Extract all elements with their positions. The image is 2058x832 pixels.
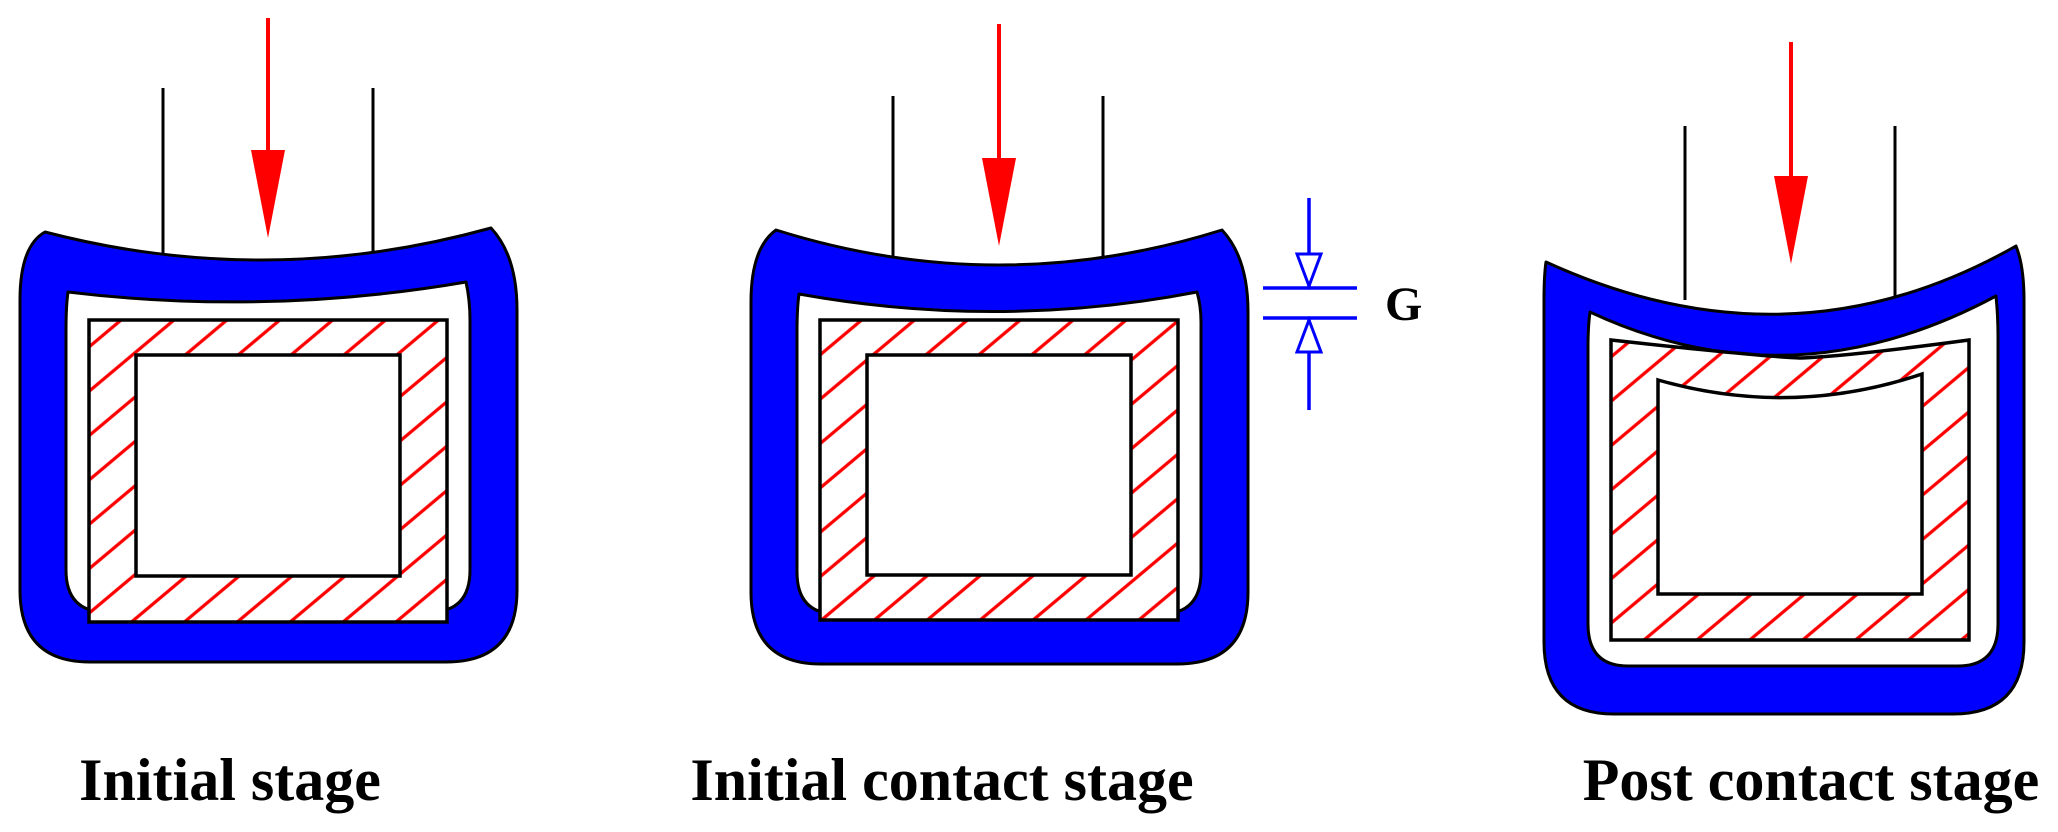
red-down-arrow-icon: [251, 18, 285, 238]
stage-initial: [18, 18, 519, 664]
blue-frame: [749, 228, 1250, 666]
red-down-arrow-icon: [1774, 42, 1808, 264]
red-down-arrow-icon: [982, 24, 1016, 246]
stage-label-initial-contact: Initial contact stage: [690, 747, 1193, 813]
hatched-specimen: [1609, 337, 1971, 642]
stage-label-initial: Initial stage: [79, 747, 381, 813]
hatched-specimen: [87, 318, 449, 624]
stage-post-contact: [1542, 42, 2026, 716]
hatched-specimen: [818, 318, 1180, 622]
stage-label-post-contact: Post contact stage: [1583, 747, 2040, 813]
blue-frame: [1542, 244, 2026, 716]
blue-gap-arrow-icon: [1263, 198, 1357, 410]
gap-label: G: [1385, 278, 1422, 331]
stage-initial-contact: G: [749, 24, 1422, 666]
blue-frame: [18, 226, 519, 664]
